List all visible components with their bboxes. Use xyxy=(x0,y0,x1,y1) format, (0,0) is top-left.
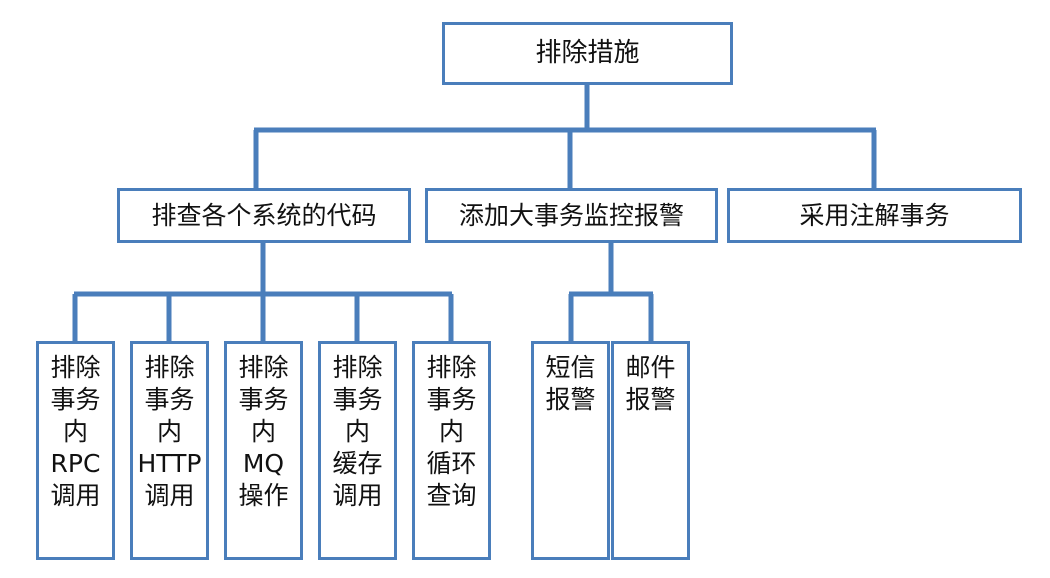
node-root[interactable]: 排除措施 xyxy=(442,22,733,85)
node-leaf-email-alert-label: 邮件 报警 xyxy=(625,353,676,414)
node-level2-annotation-transaction-label: 采用注解事务 xyxy=(799,200,950,230)
node-leaf-sms-alert[interactable]: 短信 报警 xyxy=(531,341,610,560)
node-level2-add-monitoring-alert-label: 添加大事务监控报警 xyxy=(458,200,684,230)
node-leaf-mq-operation-label: 排除 事务 内 MQ 操作 xyxy=(238,353,289,510)
node-leaf-loop-query-label: 排除 事务 内 循环 查询 xyxy=(426,353,477,510)
node-leaf-cache-call[interactable]: 排除 事务 内 缓存 调用 xyxy=(318,341,397,560)
node-leaf-sms-alert-label: 短信 报警 xyxy=(545,353,596,414)
node-leaf-loop-query[interactable]: 排除 事务 内 循环 查询 xyxy=(412,341,491,560)
node-leaf-cache-call-label: 排除 事务 内 缓存 调用 xyxy=(332,353,383,510)
node-leaf-email-alert[interactable]: 邮件 报警 xyxy=(611,341,690,560)
node-leaf-http-call-label: 排除 事务 内 HTTP 调用 xyxy=(137,353,202,510)
node-level2-add-monitoring-alert[interactable]: 添加大事务监控报警 xyxy=(425,188,718,243)
node-level2-inspect-code[interactable]: 排查各个系统的代码 xyxy=(117,188,411,243)
node-root-label: 排除措施 xyxy=(535,37,640,68)
node-level2-annotation-transaction[interactable]: 采用注解事务 xyxy=(727,188,1022,243)
node-leaf-rpc-call-label: 排除 事务 内 RPC 调用 xyxy=(50,353,101,510)
node-leaf-http-call[interactable]: 排除 事务 内 HTTP 调用 xyxy=(130,341,209,560)
node-leaf-mq-operation[interactable]: 排除 事务 内 MQ 操作 xyxy=(224,341,303,560)
node-level2-inspect-code-label: 排查各个系统的代码 xyxy=(151,200,377,230)
node-leaf-rpc-call[interactable]: 排除 事务 内 RPC 调用 xyxy=(36,341,115,560)
